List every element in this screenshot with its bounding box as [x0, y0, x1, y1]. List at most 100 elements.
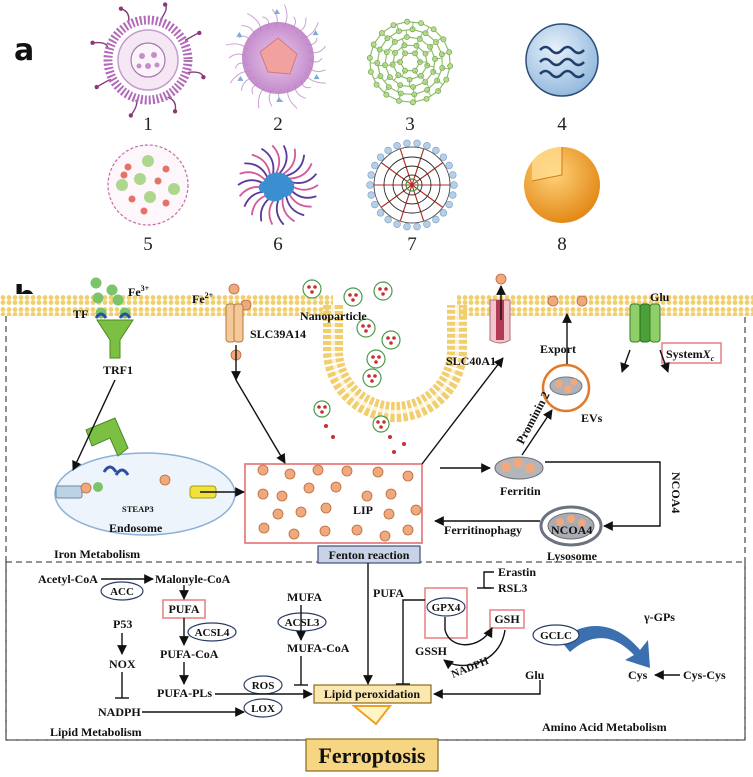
gsh-box	[489, 609, 525, 629]
glu-top-label: Glu	[650, 290, 670, 304]
nanoparticle-number-6: 6	[273, 234, 283, 255]
trf1-receptor-icon	[94, 307, 134, 359]
nanoparticle-number-8: 8	[557, 234, 567, 255]
endosome-icon	[54, 417, 236, 536]
nanoparticle-number-7: 7	[407, 234, 417, 255]
nanoparticle-7-network-icon	[366, 139, 458, 231]
glu-label: Glu	[525, 668, 545, 682]
nanoparticle-number-2: 2	[273, 114, 283, 135]
lip-label: LIP	[353, 503, 373, 517]
steap3-label: STEAP3	[122, 504, 154, 514]
erastin-label: Erastin	[498, 565, 536, 579]
pufa-label: PUFA	[373, 586, 404, 600]
cys-label: Cys	[628, 668, 648, 682]
ncoa4-label: NCOA4	[551, 523, 592, 537]
gclc-arrow	[560, 626, 650, 668]
lysosome-label: Lysosome	[547, 549, 598, 563]
panel-label-a: a	[14, 33, 34, 68]
fe3-ions	[90, 277, 124, 306]
labile-iron-pool-ions	[257, 464, 422, 542]
amino-pathway-arrows	[396, 571, 680, 699]
fe3-label: Fe3+	[128, 284, 150, 299]
nanoparticle-6-dendrimer-icon	[237, 144, 319, 226]
nanoparticle-1-liposome-icon	[90, 2, 206, 118]
pufa-box-label: PUFA	[168, 602, 199, 616]
lipid-peroxidation-label: Lipid peroxidation	[324, 687, 420, 701]
nox-label: NOX	[109, 657, 136, 671]
gpx4-label: GPX4	[432, 602, 461, 614]
nanoparticle-5-polymer-icon	[107, 144, 189, 226]
amino-acid-metabolism-label: Amino Acid Metabolism	[542, 720, 667, 734]
lysosome-icon	[539, 505, 603, 547]
nanoparticle-number-4: 4	[557, 114, 567, 135]
export-label: Export	[540, 342, 576, 356]
gclc-label: GCLC	[540, 630, 572, 642]
nanoparticle-label: Nanoparticle	[300, 309, 367, 323]
lipid-metabolism-label: Lipid Metabolism	[50, 725, 142, 739]
nanoparticle-3-fullerene-icon	[366, 18, 454, 106]
acc-enzyme	[100, 581, 144, 601]
cys-cys-label: Cys-Cys	[683, 668, 726, 682]
ferroptosis-label: Ferroptosis	[318, 743, 426, 768]
system-xc-transporter-icon	[629, 303, 661, 343]
endosome-label: Endosome	[109, 521, 163, 535]
slc40a1-transporter-icon	[489, 273, 511, 344]
mufa-coa-label: MUFA-CoA	[287, 641, 350, 655]
system-xc-box	[661, 342, 722, 364]
nanoparticle-4-inorganic-icon	[525, 23, 599, 97]
pufa-coa-label: PUFA-CoA	[160, 647, 219, 661]
acsl4-label: ACSL4	[195, 627, 230, 639]
nanoparticle-number-3: 3	[405, 114, 415, 135]
gpx4-enzyme	[426, 597, 466, 617]
malonyl-coa-label: Malonyle-CoA	[155, 572, 231, 586]
acc-label: ACC	[110, 586, 134, 598]
nanoparticle-2-micelle-icon	[225, 4, 326, 109]
lipid-peroxidation-box	[313, 684, 432, 704]
slc39a14-label: SLC39A14	[250, 327, 306, 341]
lox-label: LOX	[251, 703, 275, 715]
fenton-reaction-box	[317, 545, 421, 564]
ferroptosis-arrow	[351, 705, 393, 726]
lip-box	[244, 463, 423, 544]
ferroptosis-box	[305, 738, 439, 772]
ferritin-label: Ferritin	[500, 484, 541, 498]
tf-label: TF	[73, 307, 88, 321]
ferritinophagy-label: Ferritinophagy	[444, 523, 522, 537]
nanoparticle-number-5: 5	[143, 234, 153, 255]
ros-label: ROS	[252, 680, 275, 692]
rsl3-label: RSL3	[498, 581, 527, 595]
gamma-gps-label: γ-GPs	[643, 610, 675, 624]
gclc-enzyme	[532, 624, 580, 646]
nanoparticle-8-solid-sphere-icon	[524, 146, 600, 223]
slc39a14-transporter-icon	[225, 303, 244, 343]
iron-metabolism-label: Iron Metabolism	[54, 547, 140, 561]
nanoparticle-vesicles	[302, 279, 406, 454]
nadph-lipid-label: NADPH	[98, 705, 141, 719]
p53-label: P53	[113, 617, 132, 631]
ncoa4-side-label: NCOA4	[669, 472, 683, 513]
acsl3-enzyme	[277, 612, 327, 632]
gsh-label: GSH	[494, 612, 520, 626]
acsl3-label: ACSL3	[285, 617, 320, 629]
metabolism-region-box	[5, 561, 746, 741]
evs-label: EVs	[581, 411, 603, 425]
mufa-label: MUFA	[287, 590, 322, 604]
cell-membrane	[0, 294, 753, 422]
fe2-label: Fe2+	[192, 291, 214, 306]
nadph-amino-label: NADPH	[450, 655, 491, 681]
exported-iron	[547, 295, 588, 307]
acetyl-coa-label: Acetyl-CoA	[38, 572, 98, 586]
pufa-pls-label: PUFA-PLs	[157, 686, 212, 700]
evs-vesicle-icon	[541, 363, 591, 413]
trf1-label: TRF1	[103, 363, 133, 377]
acsl4-enzyme	[187, 622, 237, 642]
nanoparticle-number-1: 1	[143, 114, 153, 135]
lipid-pathway-arrows	[101, 574, 313, 717]
system-xc-label: SystemXc	[666, 347, 715, 363]
iron-pathway-arrows	[72, 285, 670, 685]
fenton-reaction-label: Fenton reaction	[329, 548, 410, 562]
slc40a1-label: SLC40A1	[446, 354, 496, 368]
gssh-label: GSSH	[415, 644, 448, 658]
ferritin-icon	[494, 456, 544, 480]
